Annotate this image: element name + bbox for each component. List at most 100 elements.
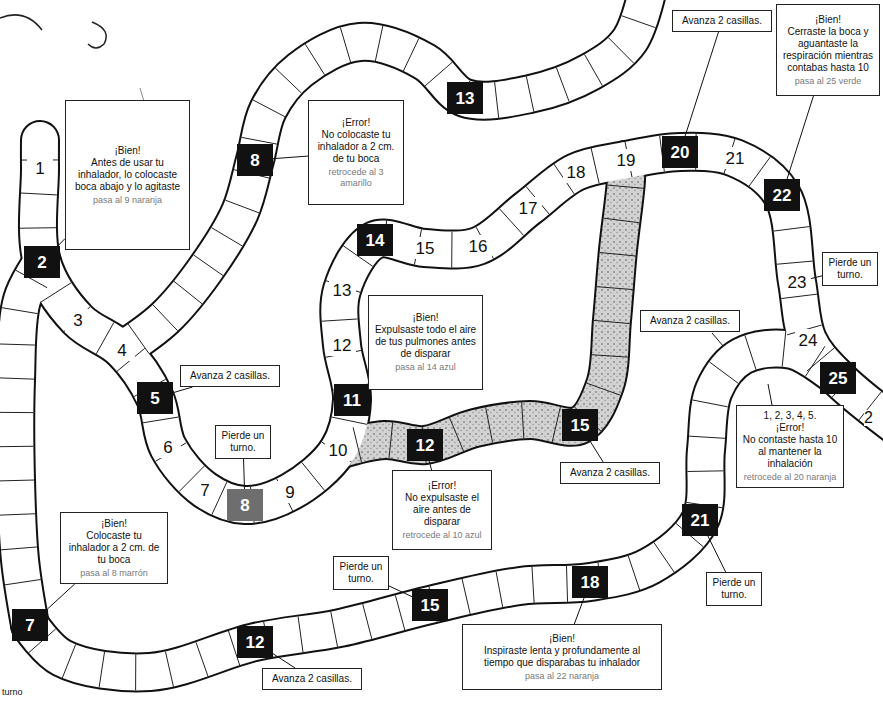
scribble bbox=[88, 22, 106, 48]
board-square: 13 bbox=[447, 82, 483, 114]
callout-text: No expulsaste el aire antes de disparar bbox=[398, 492, 486, 528]
callout-box: ¡Error!No colocaste tu inhalador a 2 cm.… bbox=[308, 100, 404, 205]
cell-divider bbox=[462, 579, 470, 614]
callout-text: ¡Bien! bbox=[374, 312, 477, 324]
callout-instruction: retrocede al 3 amarillo bbox=[314, 167, 398, 189]
square-number: 22 bbox=[773, 187, 792, 204]
cell-divider bbox=[340, 28, 350, 63]
square-number: 11 bbox=[343, 392, 361, 409]
cell-divider bbox=[2, 308, 38, 314]
square-number: 17 bbox=[519, 200, 538, 217]
callout-text: Inspiraste lenta y profundamente al tiem… bbox=[468, 645, 656, 669]
cell-divider bbox=[62, 644, 75, 677]
callout-text: Avanza 2 casillas. bbox=[186, 370, 274, 382]
cell-divider bbox=[375, 26, 382, 61]
board-square: 22 bbox=[764, 179, 800, 211]
callout-box: Avanza 2 casillas. bbox=[672, 10, 772, 32]
cell-divider bbox=[781, 294, 817, 298]
callout-text: ¡Bien! bbox=[782, 14, 874, 26]
cell-divider bbox=[592, 355, 628, 357]
cell-divider bbox=[566, 566, 567, 602]
cell-divider bbox=[253, 100, 285, 117]
cell-divider bbox=[587, 383, 621, 395]
edge-fragment: turno bbox=[2, 688, 23, 697]
callout-text: ¡Error! bbox=[314, 117, 398, 129]
callout-instruction: pasa al 25 verde bbox=[782, 76, 874, 87]
cell-divider bbox=[363, 604, 372, 639]
square-number: 4 bbox=[117, 342, 126, 359]
cell-divider bbox=[777, 261, 813, 264]
callout-instruction: retrocede al 20 naranja bbox=[742, 472, 838, 483]
callout-text: ¡Error! bbox=[742, 422, 838, 434]
board-square: 6 bbox=[155, 436, 181, 458]
callout-box: ¡Bien!Expulsaste todo el aire de tus pul… bbox=[368, 295, 483, 390]
cell-divider bbox=[654, 543, 674, 573]
square-number: 18 bbox=[581, 574, 600, 591]
cell-divider bbox=[331, 611, 338, 646]
board-square: 10 bbox=[325, 439, 352, 461]
callout-box: Pierde un turno. bbox=[333, 556, 389, 590]
callout-pointer bbox=[173, 387, 193, 393]
square-number: 7 bbox=[25, 617, 34, 634]
cell-divider bbox=[194, 255, 223, 276]
callout-text: Pierde un turno. bbox=[339, 561, 383, 585]
cell-divider bbox=[774, 227, 810, 231]
cell-divider bbox=[305, 44, 324, 74]
cell-divider bbox=[608, 185, 644, 188]
cell-divider bbox=[196, 642, 208, 676]
cell-divider bbox=[0, 446, 33, 447]
callout-box: 1, 2, 3, 4, 5.¡Error!No contaste hasta 1… bbox=[736, 405, 844, 488]
callout-box: Avanza 2 casillas. bbox=[180, 365, 280, 387]
cell-divider bbox=[687, 470, 723, 472]
callout-text: ¡Bien! bbox=[468, 633, 656, 645]
cell-divider bbox=[0, 412, 33, 413]
board-square: 15 bbox=[562, 409, 598, 441]
cell-divider bbox=[689, 436, 725, 438]
square-number: 3 bbox=[73, 312, 82, 329]
callout-text: ¡Error! bbox=[398, 480, 486, 492]
cell-divider bbox=[403, 39, 418, 72]
callout-tail bbox=[712, 333, 724, 347]
callout-box: ¡Bien!Colocaste tu inhalador a 2 cm. de … bbox=[60, 512, 168, 584]
board-square: 17 bbox=[515, 197, 542, 219]
board-square: 8 bbox=[227, 489, 263, 521]
board-square: 19 bbox=[613, 149, 640, 171]
board-square: 20 bbox=[662, 136, 698, 168]
callout-pointer bbox=[590, 441, 603, 462]
callout-instruction: pasa al 22 naranja bbox=[468, 671, 656, 682]
cell-divider bbox=[395, 595, 404, 630]
track-outline bbox=[15, 262, 42, 625]
square-number: 2 bbox=[37, 254, 46, 271]
callout-text: No contaste hasta 10 al mantener la inha… bbox=[742, 434, 838, 470]
board-square: 15 bbox=[412, 237, 439, 259]
square-number: 20 bbox=[671, 144, 690, 161]
cell-divider bbox=[353, 427, 361, 462]
board-square: 7 bbox=[12, 609, 48, 641]
cell-divider bbox=[21, 193, 57, 195]
cell-divider bbox=[522, 402, 524, 438]
callout-text: Antes de usar tu inhalador, lo colocaste… bbox=[71, 157, 184, 193]
cell-divider bbox=[0, 480, 34, 482]
board-square: 23 bbox=[784, 271, 811, 293]
square-number: 21 bbox=[726, 150, 745, 167]
square-number: 19 bbox=[617, 152, 636, 169]
cell-divider bbox=[212, 228, 243, 246]
board-square: 2 bbox=[24, 246, 60, 278]
cell-divider bbox=[0, 514, 35, 515]
cell-divider bbox=[594, 320, 630, 323]
track-band bbox=[30, 348, 838, 672]
cell-divider bbox=[600, 253, 636, 256]
callout-box: ¡Bien!Cerraste la boca y aguantaste la r… bbox=[776, 4, 880, 96]
cell-divider bbox=[526, 76, 533, 111]
cell-divider bbox=[5, 580, 41, 585]
square-number: 2 bbox=[864, 410, 873, 426]
callout-pointer bbox=[243, 459, 245, 489]
cell-divider bbox=[322, 319, 358, 321]
board-square: 18 bbox=[572, 566, 608, 598]
callout-pointer bbox=[787, 96, 813, 179]
square-number: 15 bbox=[571, 417, 590, 434]
callout-box: Avanza 2 casillas. bbox=[560, 462, 660, 484]
cell-divider bbox=[597, 287, 633, 290]
callout-box: ¡Error!No expulsaste el aire antes de di… bbox=[392, 470, 492, 550]
cell-divider bbox=[99, 652, 104, 688]
